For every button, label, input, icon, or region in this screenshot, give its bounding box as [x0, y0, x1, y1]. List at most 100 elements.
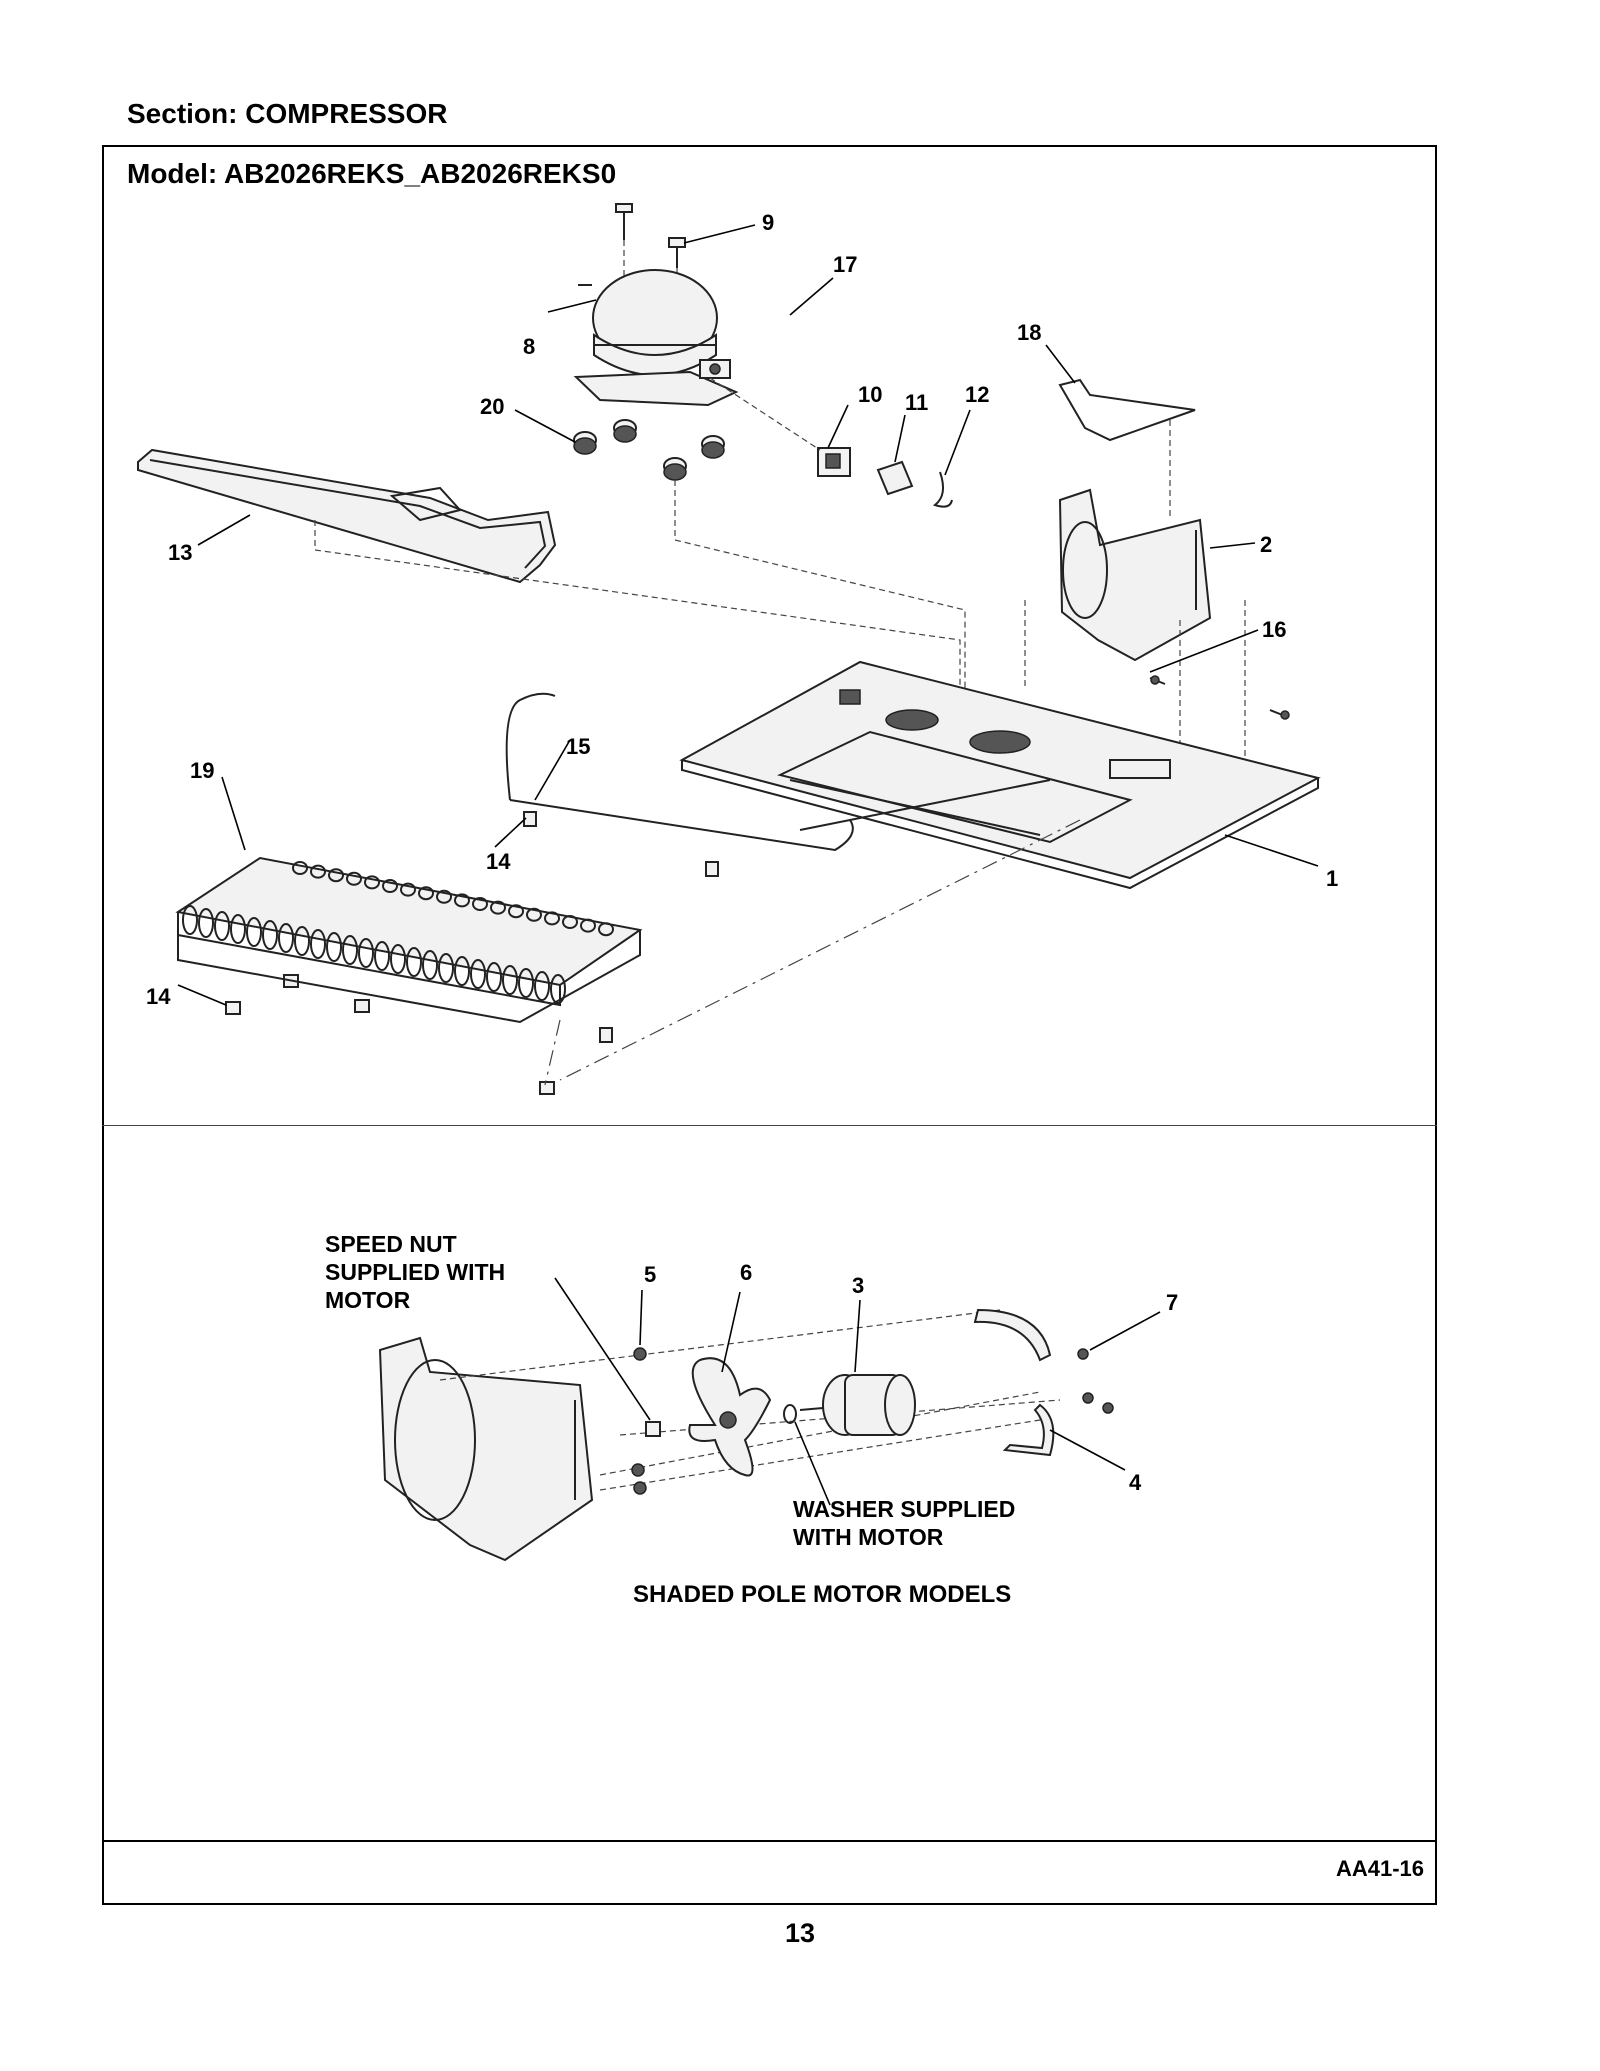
callout-19: 19: [190, 758, 214, 783]
coil-loop-top: [310, 864, 326, 879]
speed-nut-note-line-2: SUPPLIED WITH: [325, 1259, 505, 1285]
coil-loop: [534, 971, 550, 1001]
coil-loop-top: [544, 911, 560, 926]
compressor-part-8: [573, 269, 739, 407]
fan-motor-part-3: [799, 1374, 916, 1436]
coil-loop-top: [346, 871, 362, 886]
footer-divider: [102, 1840, 1437, 1842]
callout-20: 20: [480, 394, 504, 419]
coil-loop: [422, 950, 438, 980]
bracket-part-18: [1058, 378, 1196, 442]
coil-loop-top: [580, 918, 596, 933]
callout-18: 18: [1017, 320, 1041, 345]
document-code: AA41-16: [1335, 1856, 1424, 1881]
callout-17: 17: [833, 252, 857, 277]
coil-loop: [262, 920, 278, 950]
callout-13: 13: [168, 540, 192, 565]
coil-loop: [326, 932, 342, 962]
washer: [783, 1404, 797, 1424]
compressor-top-screw: [615, 203, 633, 240]
callout-1: 1: [1326, 866, 1338, 891]
coil-loop: [198, 908, 214, 938]
callout-2: 2: [1260, 532, 1272, 557]
coil-loop: [358, 938, 374, 968]
coil-loop-top: [472, 897, 488, 911]
callout-4: 4: [1129, 1470, 1142, 1495]
coil-loop: [230, 914, 246, 944]
spacer-part-14: [225, 811, 719, 1095]
coil-loop: [470, 959, 486, 989]
drain-pan-part-13: [137, 448, 557, 584]
coil-loop: [182, 905, 198, 935]
overload-part-11: [876, 460, 914, 496]
speed-nut-note-line-1: SPEED NUT: [325, 1231, 457, 1257]
callout-14-second: 14: [146, 984, 171, 1009]
callout-8: 8: [523, 334, 535, 359]
clip-part-12: [932, 471, 953, 508]
callout-12: 12: [965, 382, 989, 407]
coil-loop: [518, 968, 534, 998]
coil-loop-top: [454, 893, 470, 908]
coil-loop-top: [364, 875, 380, 890]
diagram-frame: [102, 145, 1437, 1905]
callout-11: 11: [905, 390, 928, 415]
callout-9: 9: [762, 210, 774, 235]
coil-loop-top: [508, 904, 524, 919]
coil-loop: [438, 953, 454, 983]
nut-part-5: [631, 1347, 647, 1495]
callout-16: 16: [1262, 617, 1286, 642]
screw-part-7: [1077, 1348, 1114, 1414]
coil-loop-top: [382, 879, 398, 893]
callout-6: 6: [740, 1260, 752, 1285]
fan-blade-part-6: [688, 1357, 772, 1477]
coil-loop: [214, 911, 230, 941]
coil-loop-top: [418, 886, 434, 901]
callout-5: 5: [644, 1262, 656, 1287]
coil-loop: [406, 947, 422, 977]
section-title: Section: COMPRESSOR: [127, 98, 448, 129]
coil-loop: [502, 965, 518, 995]
callout-7: 7: [1166, 1290, 1178, 1315]
coil-loop: [454, 956, 470, 986]
washer-note-line-2: WITH MOTOR: [793, 1524, 944, 1550]
callout-15: 15: [566, 734, 590, 759]
grommet-part-20: [573, 419, 725, 481]
motor-bracket-part-4: [973, 1308, 1055, 1457]
coil-loop: [374, 941, 390, 971]
callout-10: 10: [858, 382, 882, 407]
page-number: 13: [784, 1918, 816, 1948]
coil-loop: [310, 929, 326, 959]
coil-loop: [550, 974, 566, 1004]
condenser-coil-part-19: [175, 856, 643, 1024]
coil-loop-top: [598, 922, 614, 937]
coil-loop: [278, 923, 294, 953]
panel-divider: [102, 1125, 1437, 1126]
coil-loop-top: [490, 900, 506, 915]
coil-loop-top: [328, 868, 344, 883]
model-title: Model: AB2026REKS_AB2026REKS0: [127, 158, 617, 189]
relay-part-10: [817, 447, 851, 477]
speed-nut-note-line-3: MOTOR: [325, 1287, 411, 1313]
coil-loop: [486, 962, 502, 992]
coil-loop-top: [436, 889, 452, 904]
coil-loop-top: [526, 907, 542, 922]
coil-loop: [390, 944, 406, 974]
speed-nut: [645, 1421, 661, 1437]
coil-loop: [246, 917, 262, 947]
washer-note-line-1: WASHER SUPPLIED: [793, 1496, 1015, 1522]
callout-3: 3: [852, 1273, 864, 1298]
fan-shroud-part-2: [1058, 488, 1212, 662]
coil-loops: [182, 861, 614, 1004]
coil-loop-top: [400, 882, 416, 897]
coil-loop-top: [562, 915, 578, 929]
lower-diagram-caption: SHADED POLE MOTOR MODELS: [633, 1581, 1011, 1608]
callout-14: 14: [486, 849, 511, 874]
coil-loop: [342, 935, 358, 965]
coil-loop: [294, 926, 310, 956]
base-pan-part-1: [679, 660, 1321, 890]
screw-part-9: [668, 237, 686, 268]
coil-loop-top: [292, 861, 308, 875]
screw-part-16: [1149, 675, 1290, 720]
condenser-tube-part-15: [505, 692, 854, 852]
